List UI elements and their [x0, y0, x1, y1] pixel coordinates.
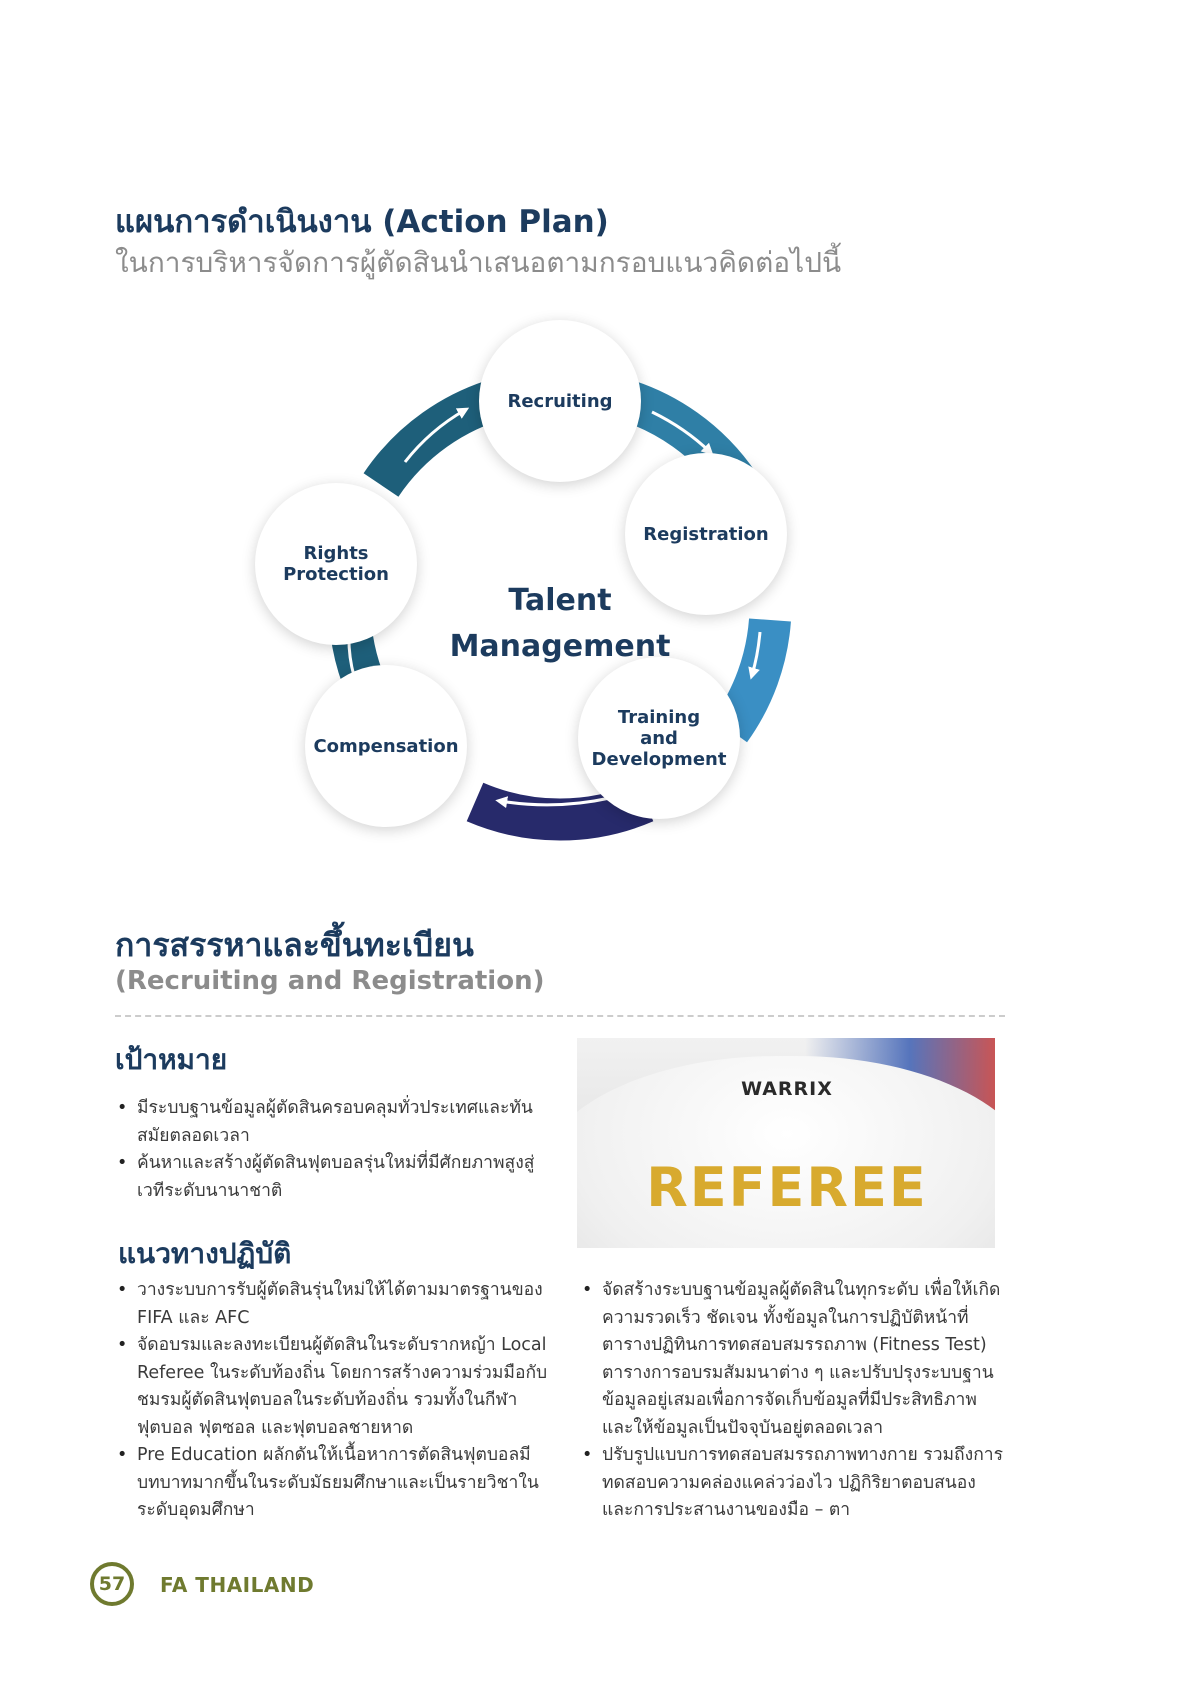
node-recruiting: Recruiting	[479, 320, 641, 482]
section-subtitle: (Recruiting and Registration)	[115, 966, 545, 996]
section-title: การสรรหาและขึ้นทะเบียน	[115, 926, 474, 964]
practice-item: วางระบบการรับผู้ตัดสินรุ่นใหม่ให้ได้ตามม…	[115, 1277, 570, 1332]
practice-item: จัดอบรมและลงทะเบียนผู้ตัดสินในระดับรากหญ…	[115, 1332, 570, 1442]
goal-item: มีระบบฐานข้อมูลผู้ตัดสินครอบคลุมทั่วประเ…	[115, 1095, 550, 1150]
page-subtitle: ในการบริหารจัดการผู้ตัดสินนำเสนอตามกรอบแ…	[115, 246, 842, 279]
page-number: 57	[98, 1573, 126, 1595]
footer-org-name: FA THAILAND	[160, 1573, 315, 1597]
practice-list-left: วางระบบการรับผู้ตัดสินรุ่นใหม่ให้ได้ตามม…	[115, 1277, 570, 1525]
practice-item: ปรับรูปแบบการทดสอบสมรรถภาพทางกาย รวมถึงก…	[580, 1442, 1010, 1525]
node-registration: Registration	[625, 453, 787, 615]
arrow-icon-left-top	[403, 407, 470, 463]
node-rights-line2: Protection	[283, 564, 389, 585]
goal-heading: เป้าหมาย	[115, 1043, 228, 1076]
practice-item: จัดสร้างระบบฐานข้อมูลผู้ตัดสินในทุกระดับ…	[580, 1277, 1010, 1442]
page-title: แผนการดำเนินงาน (Action Plan)	[115, 204, 609, 240]
node-training-line1: Training	[617, 706, 701, 728]
arrow-icon-bottom	[495, 796, 611, 809]
node-rights-line1: Rights	[303, 543, 369, 564]
arrow-icon-top-right	[651, 410, 714, 456]
node-registration-label: Registration	[643, 523, 769, 545]
shirt-brand-logo: WARRIX	[741, 1078, 833, 1100]
shirt-shape	[577, 1056, 995, 1248]
center-line1: Talent	[508, 583, 612, 618]
node-training-line3: Development	[591, 748, 727, 770]
arrow-icon-right	[748, 631, 762, 680]
practice-item: Pre Education ผลักดันให้เนื้อหาการตัดสิน…	[115, 1442, 570, 1525]
practice-heading: แนวทางปฏิบัติ	[118, 1237, 292, 1270]
node-compensation-label: Compensation	[313, 735, 459, 757]
node-training-development: Training and Development	[578, 657, 740, 819]
talent-management-diagram: Recruiting Registration Training and Dev…	[255, 320, 860, 880]
page-number-badge: 57	[90, 1562, 134, 1606]
goal-item: ค้นหาและสร้างผู้ตัดสินฟุตบอลรุ่นใหม่ที่ม…	[115, 1150, 550, 1205]
diagram-center-label: Talent Management	[410, 578, 710, 670]
center-line2: Management	[449, 629, 671, 664]
practice-list-right: จัดสร้างระบบฐานข้อมูลผู้ตัดสินในทุกระดับ…	[580, 1277, 1010, 1525]
node-recruiting-label: Recruiting	[507, 390, 613, 412]
node-compensation: Compensation	[305, 665, 467, 827]
goal-list: มีระบบฐานข้อมูลผู้ตัดสินครอบคลุมทั่วประเ…	[115, 1095, 550, 1205]
node-rights-protection: Rights Protection	[255, 483, 417, 645]
shirt-referee-text: REFEREE	[646, 1156, 928, 1219]
node-training-line2: and	[640, 727, 678, 749]
section-divider	[115, 1015, 1005, 1017]
referee-shirt-photo: WARRIX REFEREE	[577, 1038, 995, 1248]
